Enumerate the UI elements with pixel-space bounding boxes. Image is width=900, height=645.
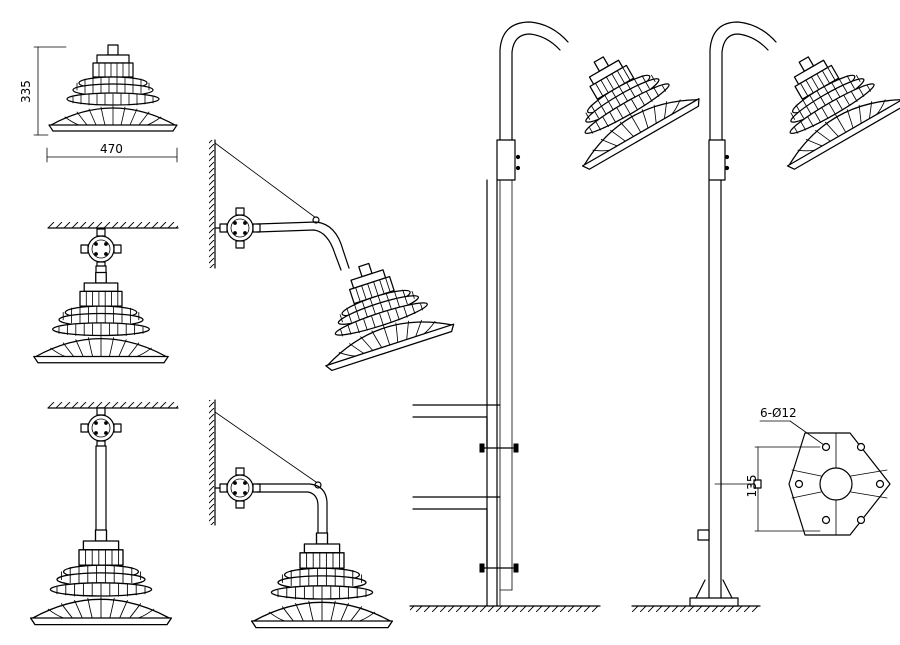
ceiling-pendant-pole-lamp: [29, 402, 179, 626]
pole-mount-lamp-clamped: [409, 21, 703, 612]
pole-mount-lamp-flange: [631, 21, 900, 612]
hole-dimension-label: 6-Ø12: [760, 406, 797, 420]
height-dimension-label: 335: [19, 80, 33, 103]
ceiling-mount-lamp: [33, 222, 179, 364]
hexagonal-base-flange: 6-Ø12 135: [745, 406, 891, 536]
wall-mount-angled-lamp: [209, 139, 457, 373]
width-dimension-label: 470: [100, 142, 123, 156]
pendant-lamp-front: 335 470: [19, 44, 178, 163]
pcd-dimension-label: 135: [745, 475, 759, 498]
wall-mount-curved-lamp: [209, 399, 394, 629]
